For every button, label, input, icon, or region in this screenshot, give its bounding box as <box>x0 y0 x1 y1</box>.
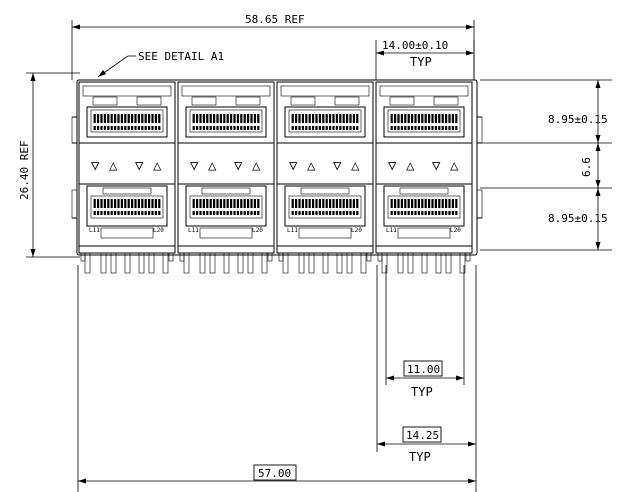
pin-span-inner-dimension: 11.00 TYP <box>385 265 465 399</box>
led-icon: △ <box>307 158 316 174</box>
pin <box>298 252 305 274</box>
led-icon: ▽ <box>135 158 144 174</box>
pin <box>336 252 343 274</box>
port-label-right: L20 <box>153 227 164 234</box>
pin <box>223 252 230 274</box>
pin <box>360 252 367 274</box>
overall-width-dimension: 58.65 REF <box>71 13 475 80</box>
led-icon: ▽ <box>333 158 342 174</box>
pin <box>397 252 404 274</box>
pin <box>124 252 131 274</box>
port-label-right: L20 <box>351 227 362 234</box>
led-icon: △ <box>252 158 261 174</box>
pitch-note: TYP <box>410 55 432 69</box>
detail-callout: SEE DETAIL A1 <box>97 50 224 78</box>
pin <box>209 252 216 274</box>
led-icon: ▽ <box>289 158 298 174</box>
middle-spacing-label: 6.6 <box>580 157 593 177</box>
pin <box>322 252 329 274</box>
pin <box>346 252 353 274</box>
right-vertical-dimensions: 8.95±0.15 6.6 8.95±0.15 <box>480 79 612 251</box>
led-icon: ▽ <box>432 158 441 174</box>
pin <box>459 252 466 274</box>
pin <box>100 252 107 274</box>
port: ▽ △ ▽ △ L11 L20 <box>276 81 374 274</box>
port-label-left: L11 <box>287 227 298 234</box>
pin-span-outer-dimension: 14.25 TYP <box>376 265 477 464</box>
pin <box>247 252 254 274</box>
pin <box>110 252 117 274</box>
port-label-left: L11 <box>188 227 199 234</box>
pin <box>445 252 452 274</box>
port-label-left: L11 <box>386 227 397 234</box>
pin <box>308 252 315 274</box>
led-icon: △ <box>153 158 162 174</box>
pin <box>381 252 388 274</box>
led-icon: ▽ <box>234 158 243 174</box>
pin <box>421 252 428 274</box>
port-label-right: L20 <box>252 227 263 234</box>
overall-height-dimension: 26.40 REF <box>18 72 80 258</box>
pin <box>162 252 169 274</box>
pin <box>282 252 289 274</box>
pin-span-inner-value: 11.00 <box>407 363 440 376</box>
port-label-right: L20 <box>450 227 461 234</box>
pin-total-value: 57.00 <box>258 467 291 480</box>
led-icon: ▽ <box>91 158 100 174</box>
pin <box>84 252 91 274</box>
pin <box>199 252 206 274</box>
pin <box>261 252 268 274</box>
port: ▽ △ ▽ △ L11 L20 <box>375 81 473 274</box>
led-icon: ▽ <box>388 158 397 174</box>
pin <box>138 252 145 274</box>
pitch-dimension: 14.00±0.10 TYP <box>375 39 475 80</box>
pin <box>148 252 155 274</box>
pin <box>183 252 190 274</box>
led-icon: ▽ <box>190 158 199 174</box>
pin-total-dimension: 57.00 <box>77 265 477 492</box>
pitch-value: 14.00±0.10 <box>382 39 448 52</box>
lower-port-height-label: 8.95±0.15 <box>548 212 608 225</box>
connector-body <box>71 79 483 256</box>
pin <box>435 252 442 274</box>
port-label-left: L11 <box>89 227 100 234</box>
led-icon: △ <box>208 158 217 174</box>
pin <box>237 252 244 274</box>
led-icon: △ <box>450 158 459 174</box>
pin-span-outer-note: TYP <box>409 450 431 464</box>
ports: ▽ △ ▽ △ L11 L20 ▽ △ ▽ △ L11 L20 ▽ △ ▽ △ L11 L20 ▽ △ ▽ △ L11 L20 <box>78 81 473 274</box>
pin-span-inner-note: TYP <box>411 385 433 399</box>
pin-span-outer-value: 14.25 <box>406 429 439 442</box>
detail-callout-label: SEE DETAIL A1 <box>138 50 224 63</box>
port: ▽ △ ▽ △ L11 L20 <box>177 81 275 274</box>
port: ▽ △ ▽ △ L11 L20 <box>78 81 176 274</box>
upper-port-height-label: 8.95±0.15 <box>548 113 608 126</box>
led-icon: △ <box>109 158 118 174</box>
led-icon: △ <box>351 158 360 174</box>
overall-height-label: 26.40 REF <box>18 140 31 200</box>
pin <box>407 252 414 274</box>
led-icon: △ <box>406 158 415 174</box>
overall-width-label: 58.65 REF <box>245 13 305 26</box>
